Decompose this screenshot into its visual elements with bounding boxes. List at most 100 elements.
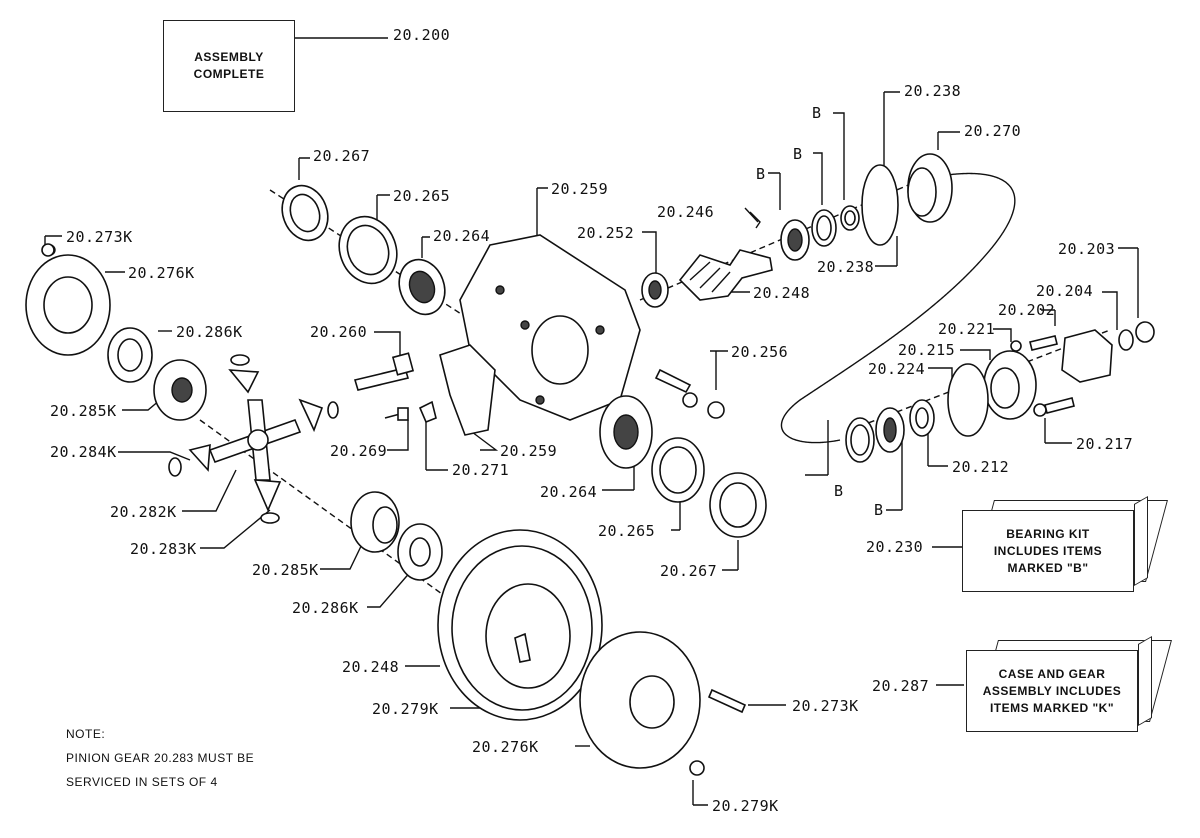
case-gear-box: CASE AND GEAR ASSEMBLY INCLUDES ITEMS MA… <box>966 635 1172 732</box>
b-marker-4: B <box>834 482 844 500</box>
bearing-cup-b-icon <box>811 209 837 247</box>
small-bolt-icon <box>384 407 409 421</box>
yoke-icon <box>1061 329 1113 383</box>
bearing-cup-lower-icon <box>651 437 705 503</box>
part-label-20-284k: 20.284K <box>50 443 117 461</box>
part-label-20-264-top: 20.264 <box>433 227 491 245</box>
part-label-20-230: 20.230 <box>866 538 924 556</box>
adjuster-lock-icon <box>418 400 437 424</box>
cap-bolt-icon <box>353 352 415 391</box>
part-label-20-252: 20.252 <box>577 224 635 242</box>
note-line-2: SERVICED IN SETS OF 4 <box>66 775 218 789</box>
gasket-icon <box>947 363 989 437</box>
part-label-20-259-bottom: 20.259 <box>500 442 558 460</box>
top-nut-icon <box>41 243 55 257</box>
shim-pack-icon <box>861 164 899 246</box>
b-marker-5: B <box>874 501 884 519</box>
bearing-kit-box: BEARING KIT INCLUDES ITEMS MARKED "B" <box>962 495 1168 592</box>
bearing-cup-b2-icon <box>845 417 875 463</box>
axle-housing-icon <box>459 234 641 421</box>
part-label-20-221: 20.221 <box>938 320 996 338</box>
ring-gear-bolt-icon <box>514 632 531 663</box>
bearing-cap-icon <box>439 344 496 436</box>
bearing-cone-icon <box>398 258 446 316</box>
part-label-20-267-bottom: 20.267 <box>660 562 718 580</box>
part-label-20-270: 20.270 <box>964 122 1022 140</box>
stud-nut-icon <box>654 368 725 419</box>
spider-cross-icon <box>208 399 302 481</box>
part-label-20-276k-top: 20.276K <box>128 264 195 282</box>
adjuster-ring-lower-icon <box>709 472 767 538</box>
part-label-20-203: 20.203 <box>1058 240 1116 258</box>
part-label-20-286k-top: 20.286K <box>176 323 243 341</box>
note-heading: NOTE: <box>66 727 106 741</box>
part-label-20-285k-top: 20.285K <box>50 402 117 420</box>
part-label-20-256: 20.256 <box>731 343 789 361</box>
case-bolt-icon <box>707 688 747 714</box>
part-label-20-260: 20.260 <box>310 323 368 341</box>
part-label-20-271: 20.271 <box>452 461 510 479</box>
part-label-20-279k-bottom: 20.279K <box>712 797 779 815</box>
bearing-ring-icon <box>281 184 329 242</box>
pinion-gear-icon <box>678 249 773 301</box>
seal-retainer-icon <box>983 350 1037 420</box>
part-label-20-282k: 20.282K <box>110 503 177 521</box>
part-label-20-202: 20.202 <box>998 301 1056 319</box>
part-label-20-265-bottom: 20.265 <box>598 522 656 540</box>
part-label-20-285k-bottom: 20.285K <box>252 561 319 579</box>
pinion-mate-gear-icon <box>188 369 324 513</box>
part-label-20-217: 20.217 <box>1076 435 1134 453</box>
cotter-pin-icon <box>749 211 761 229</box>
small-bearing-cup-icon <box>840 205 860 231</box>
part-label-20-224: 20.224 <box>868 360 926 378</box>
bearing-212-icon <box>909 399 935 437</box>
part-label-20-215: 20.215 <box>898 341 956 359</box>
yoke-nut-icon <box>1118 321 1155 351</box>
note-line-1: PINION GEAR 20.283 MUST BE <box>66 751 255 765</box>
part-label-20-287: 20.287 <box>872 677 930 695</box>
part-label-20-259-top: 20.259 <box>551 180 609 198</box>
retainer-icon <box>907 153 953 223</box>
part-label-20-269: 20.269 <box>330 442 388 460</box>
b-marker-1: B <box>812 104 822 122</box>
b-marker-3: B <box>756 165 766 183</box>
assembly-complete-box: ASSEMBLY COMPLETE <box>163 20 295 112</box>
bolt-217-icon <box>1033 397 1075 417</box>
part-label-20-264-bottom: 20.264 <box>540 483 598 501</box>
part-label-20-200: 20.200 <box>393 26 451 44</box>
diff-case-half-icon <box>25 244 111 356</box>
part-label-20-248-top: 20.248 <box>753 284 811 302</box>
part-label-20-212: 20.212 <box>952 458 1010 476</box>
side-gear-icon <box>153 359 207 421</box>
parts <box>25 153 1155 776</box>
part-label-20-276k-bottom: 20.276K <box>472 738 539 756</box>
bearing-cone-b-icon <box>875 407 905 453</box>
part-label-20-286k-bottom: 20.286K <box>292 599 359 617</box>
side-gear-lower-icon <box>350 491 400 553</box>
thrust-washer-lower-icon <box>397 523 443 581</box>
assembly-path-line <box>780 172 1016 444</box>
case-nut-icon <box>689 760 705 776</box>
part-label-20-248-bottom: 20.248 <box>342 658 400 676</box>
bearing-cone-lower-icon <box>599 395 653 469</box>
part-label-20-265-top: 20.265 <box>393 187 451 205</box>
bearing-kit-label: BEARING KIT INCLUDES ITEMS MARKED "B" <box>962 510 1134 592</box>
ring-gear-icon <box>437 529 603 721</box>
pinion-bearing-cone-icon <box>780 219 810 261</box>
b-marker-2: B <box>793 145 803 163</box>
leader-lines <box>44 37 1139 806</box>
diff-case-icon <box>579 631 701 769</box>
thrust-washer-icon <box>107 327 153 383</box>
note-block: NOTE: PINION GEAR 20.283 MUST BE SERVICE… <box>66 722 254 794</box>
case-gear-label: CASE AND GEAR ASSEMBLY INCLUDES ITEMS MA… <box>966 650 1138 732</box>
part-label-20-238-mid: 20.238 <box>817 258 875 276</box>
part-label-20-246: 20.246 <box>657 203 715 221</box>
part-label-20-279k-mid: 20.279K <box>372 700 439 718</box>
part-label-20-238-top: 20.238 <box>904 82 962 100</box>
part-label-20-267-top: 20.267 <box>313 147 371 165</box>
yoke-bolt-icon <box>1010 335 1058 352</box>
part-label-20-273k-bottom: 20.273K <box>792 697 859 715</box>
pinion-bearing-icon <box>641 272 669 308</box>
part-label-20-283k: 20.283K <box>130 540 197 558</box>
part-label-20-273k-top: 20.273K <box>66 228 133 246</box>
